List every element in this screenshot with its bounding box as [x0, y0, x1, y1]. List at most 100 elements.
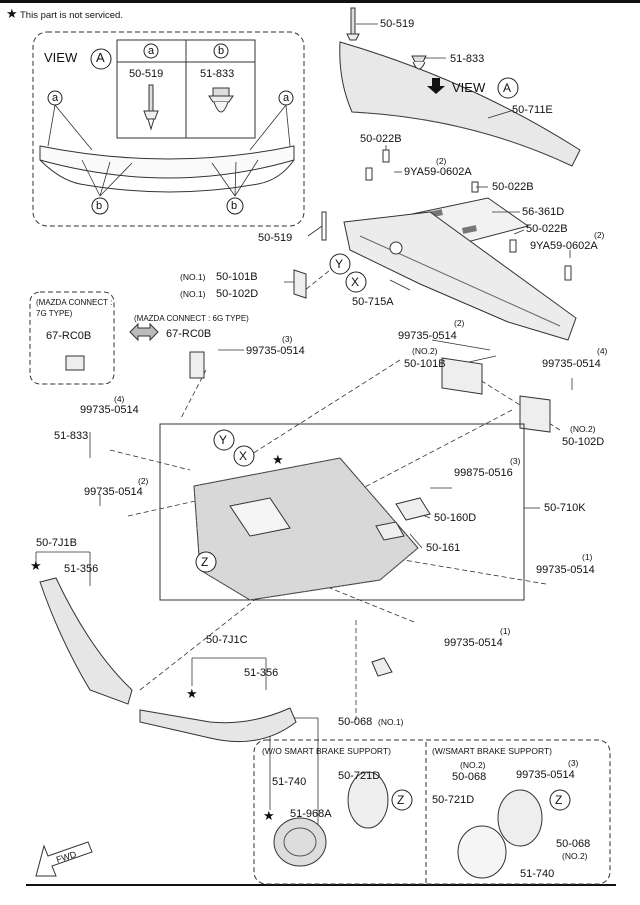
callout-x-top-text: X: [351, 275, 360, 289]
label-50-102d-no2: 50-102D: [562, 436, 605, 448]
label-wo-sbs: (W/O SMART BRAKE SUPPORT): [262, 746, 391, 756]
label-mazda7g-l1: (MAZDA CONNECT :: [36, 298, 113, 307]
leader-lines: [35, 23, 573, 842]
clip-51-833-icon: [208, 87, 234, 113]
label-50-102d-pre: (NO.1): [180, 289, 206, 299]
pin-50-519-icon: [143, 84, 159, 131]
label-50-101b: 50-101B: [216, 271, 258, 283]
label-50-022b-3: 50-022B: [526, 223, 568, 235]
view-a-box: [32, 31, 305, 227]
label-9ya59-qty-2: (2): [594, 230, 605, 240]
label-51-356-a: 51-356: [64, 563, 99, 575]
label-51-833-top: 51-833: [450, 53, 485, 65]
view-a-callout-b-right: [226, 197, 244, 215]
star-51-740: ★: [263, 808, 275, 823]
label-50-068-no2-pre: (NO.2): [460, 760, 486, 770]
label-99735-f: 99735-0514: [536, 564, 595, 576]
view-a-arrow-circle: [497, 77, 519, 99]
view-a-part-b: 51-833: [200, 68, 235, 80]
label-50-160d: 50-160D: [434, 512, 477, 524]
star-icon: ★: [6, 6, 18, 21]
grille-50-710k-shape: [193, 457, 419, 601]
mazda-7g-box: [29, 291, 115, 385]
label-99735-a: 99735-0514: [246, 345, 305, 357]
callout-y-top-text: Y: [335, 257, 344, 271]
bolt-icons: [321, 149, 572, 281]
label-67-rc0b-2: 67-RC0B: [166, 328, 212, 340]
callout-x-grille: [233, 445, 255, 467]
callout-z-wo: [391, 789, 413, 811]
label-99735-c: 99735-0514: [542, 358, 601, 370]
label-51-968a: 51-968A: [290, 808, 332, 820]
label-50-721d-a: 50-721D: [338, 770, 381, 782]
label-9ya59-1: 9YA59-0602A: [404, 166, 472, 178]
view-a-title: VIEW: [44, 50, 78, 65]
emblem-51-740-b-shape: [457, 825, 507, 879]
label-50-022b-1: 50-022B: [360, 133, 402, 145]
label-50-519-left: 50-519: [258, 232, 293, 244]
label-99735-qty-g: (1): [500, 626, 511, 636]
view-a-part-a: 50-519: [129, 68, 164, 80]
view-arrow-icon: [427, 78, 445, 94]
housing-50-721d-b-shape: [497, 789, 543, 847]
antenna-unit-icon-2: [189, 351, 205, 379]
label-99735-qty-e: (2): [138, 476, 149, 486]
support-50-715a-shape: [343, 211, 577, 341]
pin-top-icon: [346, 7, 360, 41]
label-50-715a: 50-715A: [352, 296, 394, 308]
label-50-068-no1-suf: (NO.1): [378, 717, 404, 727]
upper-cover-shape: [339, 41, 581, 167]
star-7j1c: ★: [186, 686, 198, 701]
label-56-361d: 56-361D: [522, 206, 565, 218]
label-50-710k: 50-710K: [544, 502, 586, 514]
label-50-068-no2b: 50-068: [556, 838, 591, 850]
label-99735-qty-b: (2): [454, 318, 465, 328]
label-50-102d-no2-pre: (NO.2): [570, 424, 596, 434]
antenna-unit-icon: [65, 355, 85, 371]
callout-z-grille-text: Z: [201, 555, 209, 569]
view-a-title-circle: [90, 48, 112, 70]
label-50-519-top: 50-519: [380, 18, 415, 30]
view-a-bumper-outline: [39, 145, 295, 193]
label-67-rc0b-1: 67-RC0B: [46, 330, 92, 342]
label-50-022b-2: 50-022B: [492, 181, 534, 193]
label-99735-h: 99735-0514: [516, 769, 575, 781]
view-a-callout-b-right-text: b: [231, 200, 238, 212]
grille-box: [159, 423, 525, 601]
molding-50-7j1c-shape: [139, 707, 297, 743]
callout-y-grille-text: Y: [219, 433, 228, 447]
clip-50-068-shape: [371, 657, 393, 677]
label-99875: 99875-0516: [454, 467, 513, 479]
view-a-col-a-circle: [143, 43, 159, 59]
view-a-callout-b-left-text: b: [96, 200, 103, 212]
bracket-50-102d-no2-shape: [519, 395, 551, 433]
view-a-callout-a-left-text: a: [52, 92, 59, 104]
label-50-101b-no2: 50-101B: [404, 358, 446, 370]
label-99735-g: 99735-0514: [444, 637, 503, 649]
label-51-833-mid: 51-833: [54, 430, 89, 442]
label-w-sbs: (W/SMART BRAKE SUPPORT): [432, 746, 552, 756]
label-50-068-no2: 50-068: [452, 771, 487, 783]
star-grille: ★: [272, 452, 284, 467]
label-view-a-arrow: VIEW: [452, 80, 486, 95]
label-50-721d-b: 50-721D: [432, 794, 475, 806]
bracket-50-101b-no1-shape: [293, 269, 307, 299]
label-51-356-b: 51-356: [244, 667, 279, 679]
callout-x-grille-text: X: [239, 449, 248, 463]
label-50-068-no1: 50-068: [338, 716, 373, 728]
label-50-101b-no2-pre: (NO.2): [412, 346, 438, 356]
label-50-068-no2b-suf: (NO.2): [562, 851, 588, 861]
callout-z-w: [549, 789, 571, 811]
view-a-col-a: a: [148, 45, 155, 57]
top-bar: [0, 0, 640, 3]
legend-note: This part is not serviced.: [20, 10, 123, 21]
view-a-callout-a-left: [47, 90, 63, 106]
callout-x-top: [345, 271, 367, 293]
label-51-740-a: 51-740: [272, 776, 307, 788]
bottom-bar: [26, 884, 616, 886]
label-99735-d: 99735-0514: [80, 404, 139, 416]
label-50-7j1b: 50-7J1B: [36, 537, 77, 549]
smart-brake-box: [253, 739, 611, 885]
